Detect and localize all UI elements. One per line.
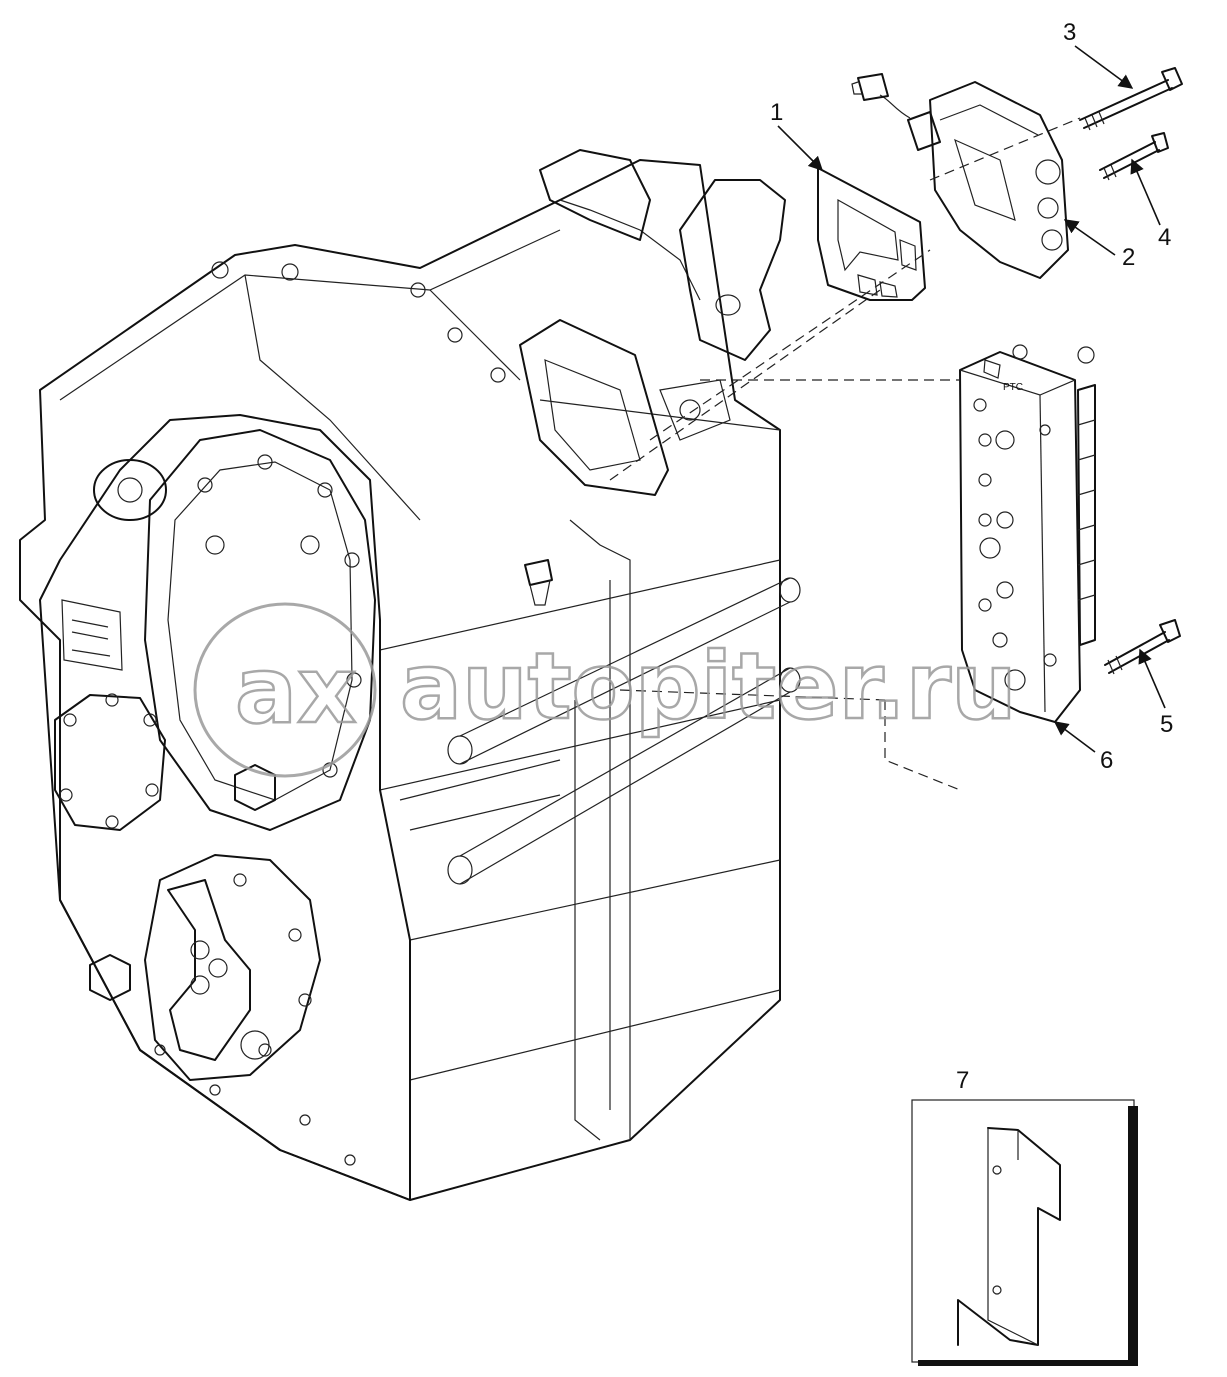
callout-5: 5: [1160, 711, 1173, 738]
name-plate: [61, 599, 123, 671]
callout-leaders: [777, 45, 1166, 753]
assembly-lines: [609, 117, 1081, 791]
bolt-part-5: [1104, 619, 1181, 675]
watermark-logo-icon: [193, 602, 377, 778]
watermark-text: autopiter.ru: [400, 633, 1017, 740]
bolt-part-4: [1099, 132, 1169, 181]
bolt-part-3: [1079, 67, 1183, 131]
inset-frame: [911, 1099, 1135, 1363]
callout-7: 7: [956, 1067, 969, 1094]
watermark: ax autopiter.ru: [193, 602, 1018, 778]
callout-labels: 1 2 3 4 5 6 7: [770, 19, 1173, 1094]
callout-3: 3: [1063, 19, 1076, 46]
inset-part-7: [911, 1099, 1138, 1366]
svg-text:ax: ax: [235, 637, 356, 744]
callout-2: 2: [1122, 244, 1135, 271]
valve-label: PTC: [1003, 382, 1023, 393]
solenoid-valve-part-2: [851, 73, 1069, 279]
transmission-housing: [19, 149, 801, 1201]
gasket-part-1: [817, 167, 926, 301]
callout-1: 1: [770, 99, 783, 126]
callout-4: 4: [1158, 224, 1171, 251]
callout-6: 6: [1100, 747, 1113, 774]
